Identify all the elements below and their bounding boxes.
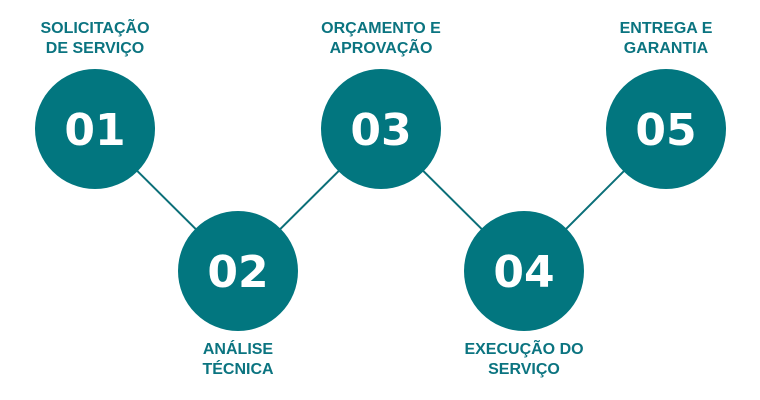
- step-number: 03: [350, 105, 411, 156]
- step-circle: [321, 69, 441, 189]
- step-05: 05 ENTREGA E GARANTIA: [606, 20, 726, 189]
- step-label: SOLICITAÇÃO: [40, 17, 149, 37]
- step-label: SERVIÇO: [488, 361, 560, 378]
- step-number: 02: [207, 247, 268, 298]
- step-label: TÉCNICA: [202, 359, 274, 378]
- step-circle: [178, 211, 298, 331]
- step-circle: [35, 69, 155, 189]
- step-label: ENTREGA E: [620, 20, 713, 37]
- step-number: 01: [64, 105, 125, 156]
- step-label: APROVAÇÃO: [330, 37, 433, 57]
- step-label: EXECUÇÃO DO: [464, 338, 583, 358]
- step-number: 05: [635, 105, 696, 156]
- step-label: ORÇAMENTO E: [321, 20, 441, 37]
- step-number: 04: [493, 247, 554, 298]
- step-01: 01 SOLICITAÇÃO DE SERVIÇO: [35, 17, 155, 189]
- step-label: DE SERVIÇO: [46, 40, 144, 57]
- step-circle: [606, 69, 726, 189]
- step-label: GARANTIA: [624, 40, 709, 57]
- step-label: ANÁLISE: [203, 339, 274, 358]
- step-circle: [464, 211, 584, 331]
